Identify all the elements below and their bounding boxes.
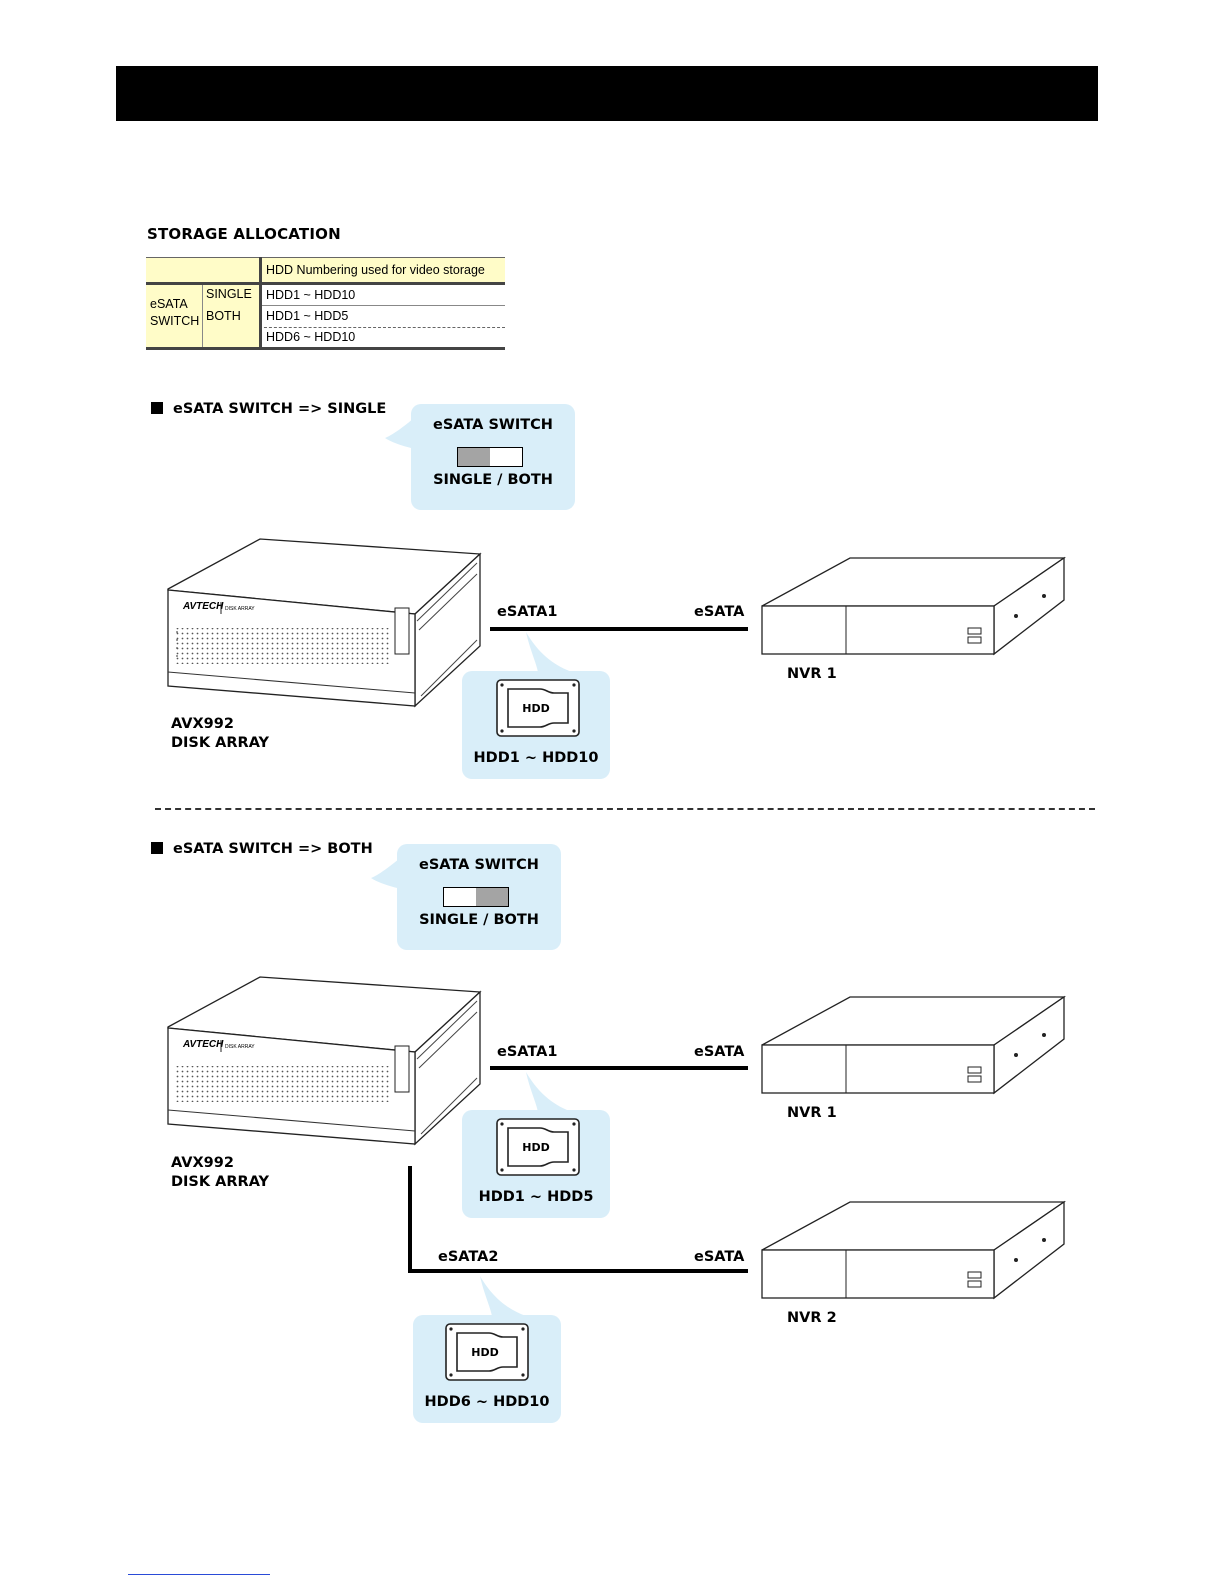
bubble-tail <box>526 632 572 672</box>
port-label-esata2: eSATA2 <box>438 1249 499 1265</box>
svg-text:HDD: HDD <box>471 1346 498 1359</box>
hdd-bubble: HDD HDD1 ~ HDD5 <box>462 1110 610 1218</box>
switch-bubble-single: eSATA SWITCH SINGLE / BOTH <box>411 404 575 510</box>
single-section-heading: eSATA SWITCH => SINGLE <box>151 401 386 417</box>
nvr-label: NVR 2 <box>787 1310 837 1326</box>
table-header-text: HDD Numbering used for video storage <box>266 263 485 277</box>
hdd-range: HDD6 ~ HDD10 <box>424 1394 550 1410</box>
esata-cable-2 <box>408 1269 748 1273</box>
esata-switch-toggle <box>443 887 509 907</box>
hdd-icon: HDD <box>496 1118 580 1176</box>
section-divider <box>155 808 1095 810</box>
switch-label: eSATA SWITCH <box>419 857 539 873</box>
header-bar <box>116 66 1098 121</box>
nvr-illustration <box>761 995 1066 1095</box>
hdd-range: HDD1 ~ HDD5 <box>478 1189 594 1205</box>
disk-array-illustration: AVTECH DISK ARRAY <box>167 538 482 708</box>
hdd-bubble: HDD HDD6 ~ HDD10 <box>413 1315 561 1423</box>
hdd-bubble: HDD HDD1 ~ HDD10 <box>462 671 610 779</box>
switch-knob <box>458 448 490 466</box>
esata-cable-2-vertical <box>408 1166 412 1273</box>
svg-text:HDD: HDD <box>522 1141 549 1154</box>
switch-label: eSATA SWITCH <box>433 417 553 433</box>
switch-caption: SINGLE / BOTH <box>433 472 553 488</box>
disk-array-illustration: AVTECH DISK ARRAY <box>167 976 482 1146</box>
bubble-tail <box>526 1072 572 1112</box>
table-cell-both-value-1: HDD1 ~ HDD5 <box>266 309 349 323</box>
array-name-line2: DISK ARRAY <box>171 735 270 751</box>
array-name-line1: AVX992 <box>171 716 234 732</box>
port-label-esata1: eSATA1 <box>497 604 558 620</box>
esata-switch-toggle <box>457 447 523 467</box>
table-cell-single-value: HDD1 ~ HDD10 <box>266 288 356 302</box>
bubble-tail <box>480 1276 526 1316</box>
storage-allocation-title: STORAGE ALLOCATION <box>147 225 341 243</box>
table-cell-both-value-2: HDD6 ~ HDD10 <box>266 330 356 344</box>
brand-logo: AVTECH <box>182 601 224 612</box>
footer-link-underline[interactable] <box>128 1574 270 1575</box>
port-label-esata: eSATA <box>694 604 745 620</box>
table-header-bg <box>259 257 505 283</box>
brand-logo: AVTECH <box>182 1039 224 1050</box>
port-label-esata: eSATA <box>694 1249 745 1265</box>
bullet-square-icon <box>151 402 163 414</box>
switch-bubble-both: eSATA SWITCH SINGLE / BOTH <box>397 844 561 950</box>
switch-knob <box>476 888 508 906</box>
nvr-label: NVR 1 <box>787 1105 837 1121</box>
table-row-mode-both: BOTH <box>206 309 241 323</box>
esata-cable-1 <box>490 1066 748 1070</box>
hdd-range: HDD1 ~ HDD10 <box>473 750 599 766</box>
port-label-esata1: eSATA1 <box>497 1044 558 1060</box>
svg-text:DISK ARRAY: DISK ARRAY <box>225 606 255 612</box>
hdd-icon: HDD <box>496 679 580 737</box>
both-section-heading: eSATA SWITCH => BOTH <box>151 841 373 857</box>
svg-text:HDD: HDD <box>522 702 549 715</box>
nvr-illustration <box>761 1200 1066 1300</box>
nvr-label: NVR 1 <box>787 666 837 682</box>
svg-text:DISK ARRAY: DISK ARRAY <box>225 1044 255 1050</box>
bullet-square-icon <box>151 842 163 854</box>
table-group-label-2: SWITCH <box>150 314 200 328</box>
switch-caption: SINGLE / BOTH <box>419 912 539 928</box>
nvr-illustration <box>761 556 1066 656</box>
port-label-esata: eSATA <box>694 1044 745 1060</box>
hdd-icon: HDD <box>445 1323 529 1381</box>
esata-cable <box>490 627 748 631</box>
table-row-mode-single: SINGLE <box>206 287 252 301</box>
array-name-line2: DISK ARRAY <box>171 1174 270 1190</box>
storage-allocation-table: HDD Numbering used for video storage eSA… <box>146 257 505 353</box>
array-name-line1: AVX992 <box>171 1155 234 1171</box>
table-group-label-1: eSATA <box>150 297 188 311</box>
